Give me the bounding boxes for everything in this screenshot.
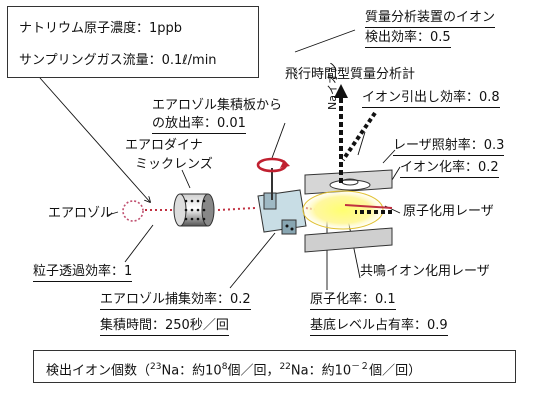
aerodynamic-lens-label-2: ミックレンズ [135, 157, 213, 172]
sampling-gas-flow-text: サンプリングガス流量：0.1ℓ/min [19, 53, 217, 68]
laser-irradiation-label: レーザ照射率：0.3 [393, 138, 505, 156]
aerosol-label: エアロゾル [48, 206, 114, 221]
conditions-box: ナトリウム原子濃度：1ppb サンプリングガス流量：0.1ℓ/min [7, 6, 259, 78]
detected-ion-count-text: 検出イオン個数（23Na：約108個／回，22Na：約10－２個／回） [46, 359, 421, 378]
release-rate-label: エアロゾル集積板から [152, 98, 283, 113]
na22-exponent: －２ [351, 362, 370, 372]
laser-beams [341, 111, 392, 214]
atomization-laser-label: 原子化用レーザ [403, 204, 494, 219]
sodium-concentration-text: ナトリウム原子濃度：1ppb [19, 21, 183, 36]
resonance-ionization-laser-label: 共鳴イオン化用レーザ [360, 264, 490, 279]
na23-text: Na：約10 [161, 363, 222, 379]
accumulation-time-key: 集積時間： [100, 318, 166, 333]
na23-mass: 23 [150, 362, 162, 372]
aerodynamic-lens-label: エアロダイナ [125, 138, 203, 153]
mass-analyzer-detection-label: 質量分析装置のイオン [365, 10, 496, 28]
baseline-occupancy-label: 基底レベル占有率：0.9 [310, 318, 448, 336]
detected-ion-count-box: 検出イオン個数（23Na：約108個／回，22Na：約10－２個／回） [33, 350, 516, 383]
ion-source-chamber [302, 169, 393, 253]
mass-analyzer-detection-value: 検出効率：0.5 [365, 30, 451, 48]
ionization-label: イオン化率：0.2 [400, 160, 499, 178]
tof-mass-spectrometer-label: 飛行時間型質量分析計 [285, 67, 416, 82]
na-ion-label: Naイオン [326, 62, 339, 110]
ion-extraction-label: イオン引出し効率：0.8 [362, 90, 500, 108]
accumulation-time-label: 集積時間：250秒／回 [100, 318, 229, 336]
na22-text: Na：約10 [290, 363, 352, 379]
atomization-rate-label: 原子化率：0.1 [310, 292, 396, 310]
particle-transmission-label: 粒子透過効率：1 [33, 264, 133, 282]
aerodynamic-lens [173, 193, 277, 227]
na22-mass: 22 [279, 362, 291, 372]
na22-suffix: 個／回） [369, 363, 422, 379]
collection-stage [256, 157, 319, 235]
accumulation-time-value: 250秒／回 [165, 318, 229, 333]
release-rate-value: の放出率：0.01 [152, 116, 246, 134]
ion-flight-arrow [334, 84, 348, 183]
na23-suffix: 個／回， [227, 363, 280, 379]
aerosol-particles [122, 200, 256, 222]
aerosol-capture-label: エアロゾル捕集効率：0.2 [100, 292, 251, 310]
detected-ion-prefix: 検出イオン個数（ [46, 363, 151, 379]
na23-exponent: 8 [221, 362, 228, 372]
